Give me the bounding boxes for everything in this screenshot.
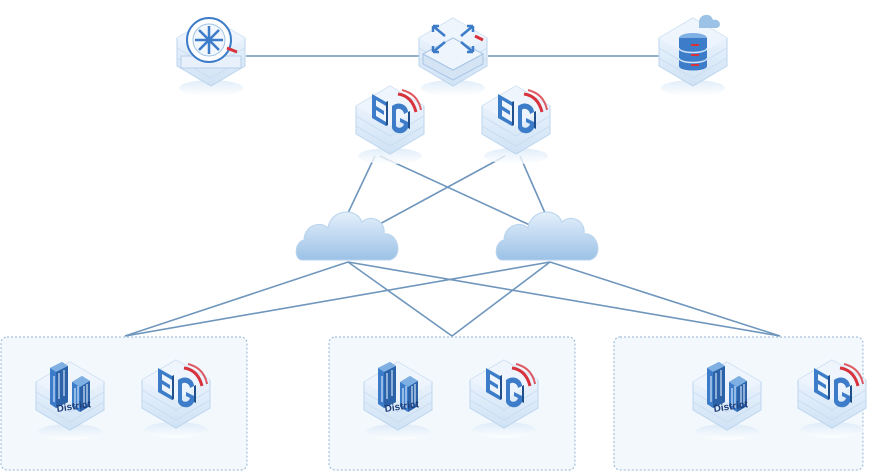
link-cloud-left-site-2 (347, 261, 453, 337)
link-cloud-left-site-1 (124, 261, 349, 337)
link-cloud-right-site-2 (451, 261, 551, 337)
link-eg-right-cloud-left (364, 155, 506, 233)
wan-router-icon[interactable] (176, 17, 246, 97)
link-eg-left-cloud-right (379, 155, 546, 233)
site-2-district-label: District (384, 399, 420, 415)
eg-left-icon[interactable] (356, 86, 424, 164)
link-eg-right-cloud-right (519, 155, 546, 214)
switch-icon[interactable] (418, 17, 488, 97)
cloud-left-icon (295, 211, 399, 261)
site-1-district-icon[interactable]: District (36, 362, 104, 440)
connection-lines (124, 55, 781, 337)
eg-right-icon[interactable] (482, 86, 550, 164)
link-cloud-right-site-3 (549, 261, 781, 337)
site-3-district-icon[interactable]: District (693, 362, 761, 440)
link-cloud-right-site-1 (124, 261, 551, 337)
link-eg-left-cloud-left (347, 155, 376, 214)
site-3-district-label: District (713, 399, 749, 415)
link-cloud-left-site-3 (347, 261, 781, 337)
cloud-right-icon (495, 211, 599, 261)
site-1-district-label: District (56, 399, 92, 415)
site-2-district-icon[interactable]: District (364, 362, 432, 440)
cloud-database-icon[interactable] (658, 14, 728, 97)
